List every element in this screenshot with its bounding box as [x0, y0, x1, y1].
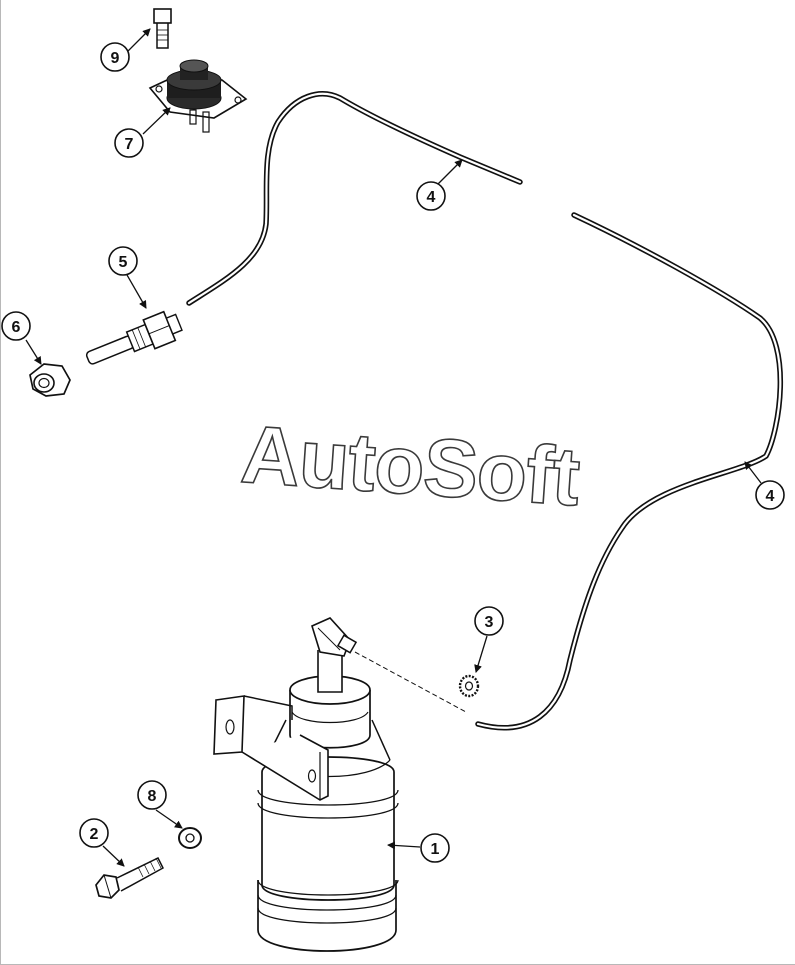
part-4-tube-upper	[186, 91, 523, 306]
callout-5-label: 5	[119, 254, 128, 271]
leader-1	[387, 841, 421, 850]
callout-8: 8	[137, 780, 167, 810]
callout-3: 3	[474, 606, 504, 636]
part-7-switch	[148, 59, 248, 133]
callout-2-label: 2	[90, 826, 99, 843]
part-4-tube-lower	[475, 212, 784, 731]
callout-9: 9	[100, 42, 130, 72]
part-5-sender	[85, 310, 183, 365]
leader-lines	[25, 28, 762, 867]
leader-6	[25, 339, 42, 365]
part-1-receiver-drier	[213, 617, 399, 952]
part-6-nut	[29, 363, 71, 397]
leader-5	[126, 274, 147, 309]
callout-1-label: 1	[431, 841, 440, 858]
callout-1: 1	[420, 833, 450, 863]
leader-7	[142, 107, 171, 135]
callout-7: 7	[114, 128, 144, 158]
callout-4-lower-label: 4	[766, 488, 775, 505]
callout-4-upper-label: 4	[427, 189, 436, 206]
leader-8	[155, 809, 183, 829]
leader-2	[102, 845, 125, 867]
leader-3	[474, 635, 488, 673]
assembly-line	[354, 651, 467, 713]
part-3-lock-washer	[458, 674, 480, 698]
callout-8-label: 8	[148, 788, 157, 805]
callout-3-label: 3	[485, 614, 494, 631]
leader-4b	[744, 461, 762, 484]
callout-4-lower: 4	[755, 480, 785, 510]
leader-4a	[437, 159, 463, 185]
callout-6-label: 6	[12, 319, 21, 336]
callout-7-label: 7	[125, 136, 134, 153]
watermark-text: AutoSoft	[238, 409, 582, 523]
callout-5: 5	[108, 246, 138, 276]
leader-9	[126, 28, 151, 53]
part-8-washer	[178, 827, 202, 849]
part-9-bolt	[153, 8, 172, 49]
callout-6: 6	[1, 311, 31, 341]
callout-2: 2	[79, 818, 109, 848]
part-2-hex-bolt	[95, 857, 164, 899]
callout-4-upper: 4	[416, 181, 446, 211]
callout-9-label: 9	[111, 50, 120, 67]
